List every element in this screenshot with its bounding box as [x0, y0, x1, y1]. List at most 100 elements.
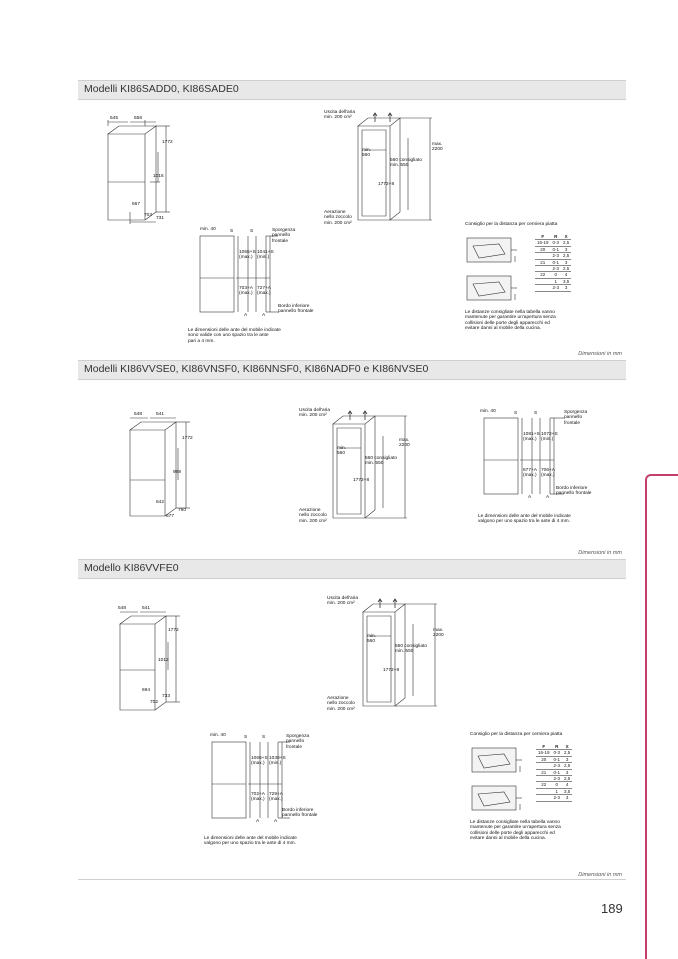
table-cell: 2,5	[562, 749, 573, 757]
door-caption: Le dimensioni delle ante del mobile indi…	[188, 328, 281, 344]
s-label: S	[230, 229, 234, 234]
table-cell: 1	[551, 788, 563, 796]
table-cell: 2-3	[550, 284, 562, 292]
table-cell	[535, 265, 551, 273]
recommended-width-label: 560 consigliato min. 550	[365, 456, 398, 467]
dim-mid: 1012	[158, 658, 169, 663]
s-label: S	[262, 735, 266, 740]
dim-mid: 1016	[153, 174, 164, 179]
table-cell: 2-3	[551, 775, 563, 783]
table-cell	[535, 252, 551, 260]
table-cell: 2-3	[550, 252, 562, 260]
table-cell	[535, 278, 551, 286]
hinge-table-header: F	[535, 234, 551, 241]
bottom-edge-label: Bordo inferiore pannello frontale	[278, 304, 314, 315]
table-cell: 16-19	[536, 749, 552, 757]
hinge-table-header: R	[551, 744, 563, 751]
hinge-table-header: F	[536, 744, 552, 751]
air-outlet-label: Uscita dell'aria min. 200 cm²	[299, 408, 331, 419]
table-cell: 0-1	[551, 769, 563, 777]
door-caption: Le dimensioni delle ante del mobile indi…	[204, 836, 297, 847]
bottom-rule	[78, 879, 626, 880]
door-caption: Le dimensioni delle ante del mobile indi…	[478, 514, 571, 525]
air-outlet-label: Uscita dell'aria min. 200 cm²	[324, 110, 356, 121]
table-cell: 3	[561, 246, 572, 254]
a-label: A	[528, 495, 532, 500]
bottom-edge-label: Bordo inferiore pannello frontale	[282, 808, 318, 819]
dim-upper-max: 1081+S (max.)	[523, 432, 540, 443]
dim-lower-2: 729+A (max.)	[269, 792, 284, 803]
niche-height-label: 1772+8	[383, 668, 400, 673]
a-label: A	[244, 313, 248, 318]
recommended-width-label: 560 consigliato min. 550	[395, 644, 428, 655]
table-cell: 22	[536, 781, 552, 789]
dimension-note: Dimensioni in mm	[578, 351, 622, 357]
front-panel-label: Sporgenza pannello frontale	[272, 228, 296, 244]
dim-width-2: 558	[134, 116, 143, 121]
min-gap-label: min. 40	[210, 733, 226, 738]
table-cell: 0-3	[550, 239, 562, 247]
table-cell: 2,5	[561, 252, 572, 260]
dim-width-1: 548	[134, 412, 143, 417]
s-label: S	[514, 411, 518, 416]
min-width-label: min. 560	[362, 148, 372, 159]
table-cell: 0	[550, 271, 562, 279]
table-cell: 16-19	[535, 239, 551, 247]
door-panel-drawing: min. 40 S S 1066+S (max.) 1039+S (min.) …	[198, 732, 328, 856]
table-cell: 21	[535, 259, 551, 267]
bottom-edge-label: Bordo inferiore pannello frontale	[556, 486, 592, 497]
dim-height: 1772	[168, 628, 179, 633]
dim-width-1: 548	[118, 606, 127, 611]
dim-height: 1772	[182, 436, 193, 441]
hinge-table-header: X	[562, 744, 573, 751]
air-inlet-label: Aerazione nello zoccolo min. 200 cm²	[324, 210, 352, 226]
hinge-title: Consiglio per la distanza per cerniera p…	[465, 222, 558, 227]
table-cell: 1	[550, 278, 562, 286]
dim-low: 667	[132, 202, 141, 207]
side-bracket	[645, 474, 678, 959]
table-cell: 21	[536, 769, 552, 777]
table-cell	[536, 794, 552, 802]
s-label: S	[244, 735, 248, 740]
table-cell: 0-3	[551, 749, 563, 757]
page-number: 189	[601, 901, 623, 916]
s-label: S	[250, 229, 254, 234]
a-label: A	[274, 819, 278, 824]
dim-height: 1772	[162, 140, 173, 145]
table-cell: 20	[536, 756, 552, 764]
dim-lower-1: 677+A (max.)	[523, 468, 538, 479]
hinge-table-header: R	[550, 234, 562, 241]
section-title: Modelli KI86VVSE0, KI86VNSF0, KI86NNSF0,…	[84, 363, 429, 375]
s-label: S	[534, 411, 538, 416]
niche-installation-drawing: Uscita dell'aria min. 200 cm² min. 560 5…	[320, 110, 450, 234]
table-cell: 2-3	[551, 762, 563, 770]
table-cell: 3,5	[561, 278, 572, 286]
table-cell: 4	[562, 781, 573, 789]
hinge-recommendation: Consiglio per la distanza per cerniera p…	[470, 732, 630, 852]
table-cell: 2,5	[561, 239, 572, 247]
table-cell	[535, 284, 551, 292]
min-width-label: min. 560	[337, 446, 347, 457]
dim-lower-1: 702+A (max.)	[251, 792, 266, 803]
section-title: Modello KI86VVFE0	[84, 562, 179, 574]
air-inlet-label: Aerazione nello zoccolo min. 200 cm²	[327, 696, 355, 712]
dim-width-1: 545	[110, 116, 119, 121]
front-panel-label: Sporgenza pannello frontale	[286, 734, 310, 750]
dim-upper-min: 1072+S (min.)	[541, 432, 558, 443]
table-cell: 3	[562, 769, 573, 777]
dim-width-2: 541	[156, 412, 165, 417]
max-height-label: max. 2200	[433, 628, 444, 639]
dim-depth-1: 703	[144, 213, 153, 218]
